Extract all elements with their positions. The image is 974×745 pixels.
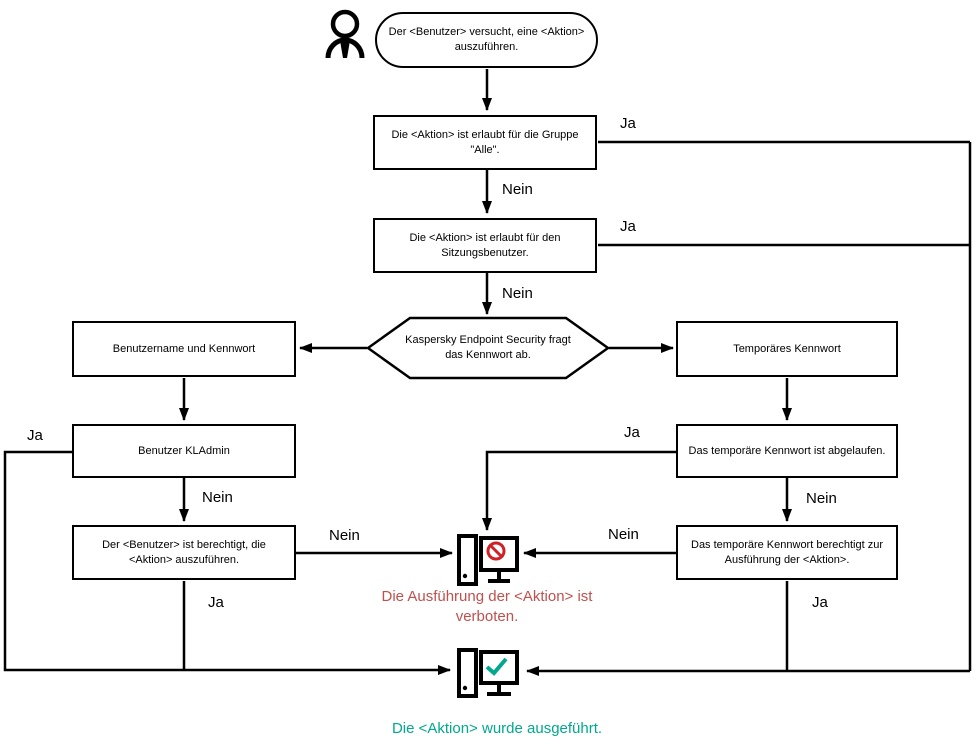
edge-label-ja-kladmin: Ja (27, 427, 43, 444)
temp-password-authorizes-node: Das temporäre Kennwort berechtigt zur Au… (676, 525, 898, 580)
prohibition-icon (486, 541, 506, 561)
edge-label-nein-tempauth: Nein (608, 526, 639, 543)
edge-label-ja-tempauth: Ja (812, 594, 828, 611)
start-node: Der <Benutzer> versucht, eine <Aktion> a… (375, 12, 598, 68)
password-prompt-node: Kaspersky Endpoint Security fragt das Ke… (405, 334, 571, 361)
user-icon (325, 9, 365, 59)
kladmin-user-node: Benutzer KLAdmin (72, 424, 296, 478)
edge-label-ja-expired: Ja (624, 424, 640, 441)
temporary-password-node: Temporäres Kennwort (676, 321, 898, 377)
edge-label-nein-authorized: Nein (329, 527, 360, 544)
action-allowed-session-user-node: Die <Aktion> ist erlaubt für den Sitzung… (373, 218, 597, 273)
credentials-node: Benutzername und Kennwort (72, 321, 296, 377)
edge-label-ja-group-all: Ja (620, 115, 636, 132)
computer-denied-icon (457, 534, 519, 586)
edge-label-nein-session: Nein (502, 285, 533, 302)
edge-label-nein-expired: Nein (806, 490, 837, 507)
edge-kladmin-ja-route (3, 450, 451, 675)
denied-result-text: Die Ausführung der <Aktion> ist verboten… (381, 588, 593, 625)
edge-label-nein-group-all: Nein (502, 181, 533, 198)
edge-label-ja-session: Ja (620, 218, 636, 235)
password-prompt-hexagon (365, 316, 611, 380)
computer-success-icon (457, 648, 519, 698)
edge-expired-ja-route (482, 450, 676, 531)
edge-label-ja-authorized: Ja (208, 594, 224, 611)
checkmark-icon (485, 657, 508, 676)
executed-result-text: Die <Aktion> wurde ausgeführt. (391, 720, 603, 737)
temp-password-expired-node: Das temporäre Kennwort ist abgelaufen. (676, 424, 898, 478)
edge-label-nein-kladmin: Nein (202, 489, 233, 506)
action-allowed-group-all-node: Die <Aktion> ist erlaubt für die Gruppe … (373, 115, 597, 170)
user-authorized-node: Der <Benutzer> ist berechtigt, die <Akti… (72, 525, 296, 580)
